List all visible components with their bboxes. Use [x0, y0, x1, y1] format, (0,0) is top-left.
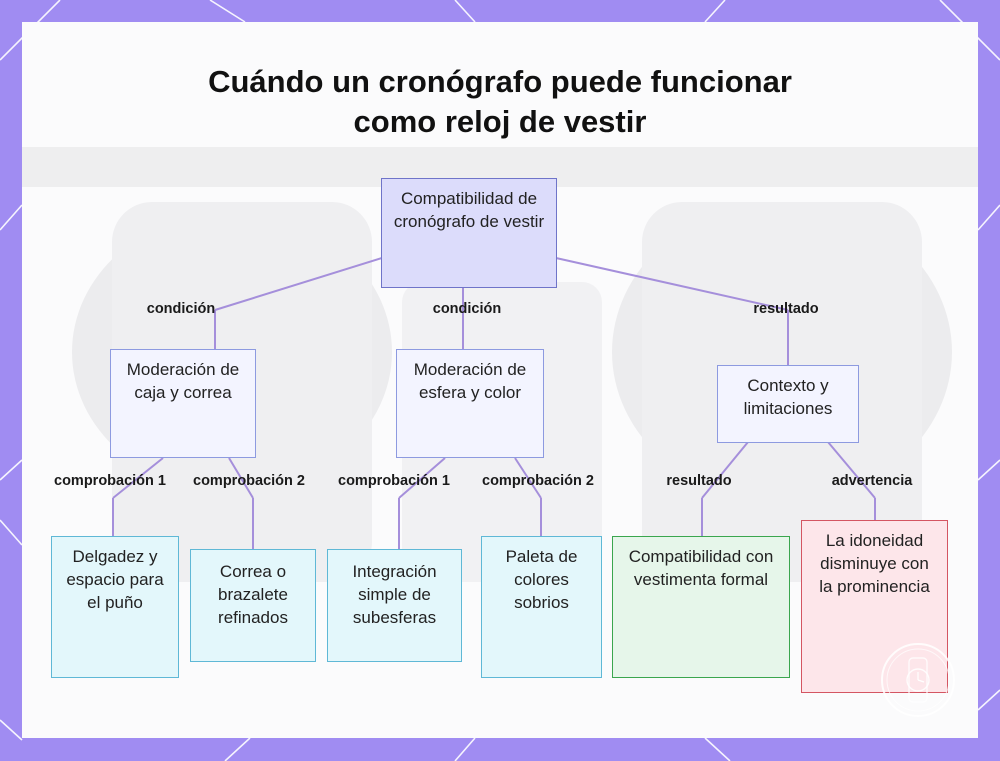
page-title: Cuándo un cronógrafo puede funcionar com…	[22, 62, 978, 142]
watch-emblem-watermark	[881, 643, 955, 717]
edge-label-root-case: condición	[146, 301, 216, 317]
node-dial-label: Moderación de esfera y color	[413, 360, 527, 402]
node-root-label: Compatibilidad de cronógrafo de vestir	[393, 189, 545, 231]
diagram-panel: Cuándo un cronógrafo puede funcionar com…	[22, 22, 978, 738]
node-warning-label: La idoneidad disminuye con la prominenci…	[819, 531, 930, 596]
node-case-label: Moderación de caja y correa	[126, 360, 240, 402]
node-thin-label: Delgadez y espacio para el puño	[66, 547, 164, 612]
node-dial-color-moderation: Moderación de esfera y color	[396, 349, 544, 458]
node-strap-refined: Correa o brazalete refinados	[190, 549, 316, 662]
connector-lines	[112, 257, 876, 549]
node-strap-label: Correa o brazalete refinados	[218, 562, 288, 627]
edge-label-dial-palette: comprobación 2	[482, 473, 594, 489]
edge-label-dial-subdials: comprobación 1	[338, 473, 450, 489]
node-case-strap-moderation: Moderación de caja y correa	[110, 349, 256, 458]
node-thinness: Delgadez y espacio para el puño	[51, 536, 179, 678]
node-suitability-warning: La idoneidad disminuye con la prominenci…	[801, 520, 948, 693]
title-line-1: Cuándo un cronógrafo puede funcionar	[208, 64, 792, 99]
node-context-label: Contexto y limitaciones	[743, 376, 833, 418]
node-formal-compatibility: Compatibilidad con vestimenta formal	[612, 536, 790, 678]
edge-label-root-dial: condición	[432, 301, 502, 317]
edge-label-context-warning: advertencia	[831, 473, 913, 489]
edge-label-case-strap: comprobación 2	[193, 473, 305, 489]
node-sober-palette: Paleta de colores sobrios	[481, 536, 602, 678]
title-line-2: como reloj de vestir	[353, 104, 647, 139]
node-root: Compatibilidad de cronógrafo de vestir	[381, 178, 557, 288]
edge-label-case-thin: comprobación 1	[54, 473, 166, 489]
node-context-limitations: Contexto y limitaciones	[717, 365, 859, 443]
node-formal-label: Compatibilidad con vestimenta formal	[628, 547, 774, 589]
edge-label-context-formal: resultado	[666, 473, 732, 489]
edge-label-root-context: resultado	[753, 301, 819, 317]
node-subdial-integration: Integración simple de subesferas	[327, 549, 462, 662]
node-palette-label: Paleta de colores sobrios	[505, 547, 578, 612]
node-subdials-label: Integración simple de subesferas	[352, 562, 437, 627]
